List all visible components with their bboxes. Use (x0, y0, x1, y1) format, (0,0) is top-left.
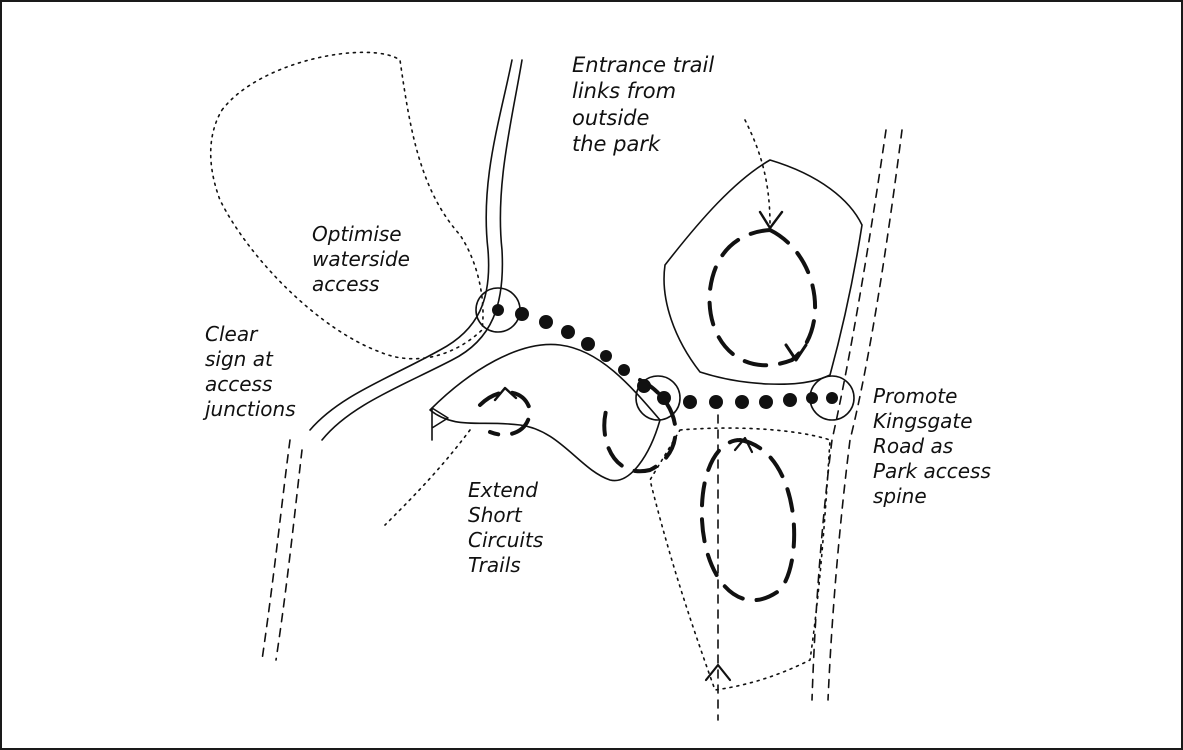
northeast-loop (710, 230, 816, 365)
west-loop (480, 392, 530, 434)
southeast-green-area (650, 428, 830, 690)
annotation-optimise-waterside: Optimise waterside access (312, 222, 482, 297)
access-spine-beads (492, 304, 838, 409)
annotation-clear-sign: Clear sign at access junctions (205, 322, 335, 422)
annotation-extend-short-circuits: Extend Short Circuits Trails (468, 478, 608, 578)
southwest-path (385, 430, 470, 525)
northeast-loop-arrow-icon (786, 345, 806, 360)
northeast-green-area (664, 160, 862, 384)
western-trail-inner (276, 450, 302, 660)
annotation-promote-kingsgate: Promote Kingsgate Road as Park access sp… (873, 384, 1053, 509)
western-trail (262, 440, 290, 660)
northwest-green-area (211, 52, 483, 358)
entrance-arrow-icon (760, 212, 782, 228)
annotation-entrance-trail: Entrance trail links from outside the pa… (572, 52, 792, 157)
southeast-loop (702, 440, 794, 600)
